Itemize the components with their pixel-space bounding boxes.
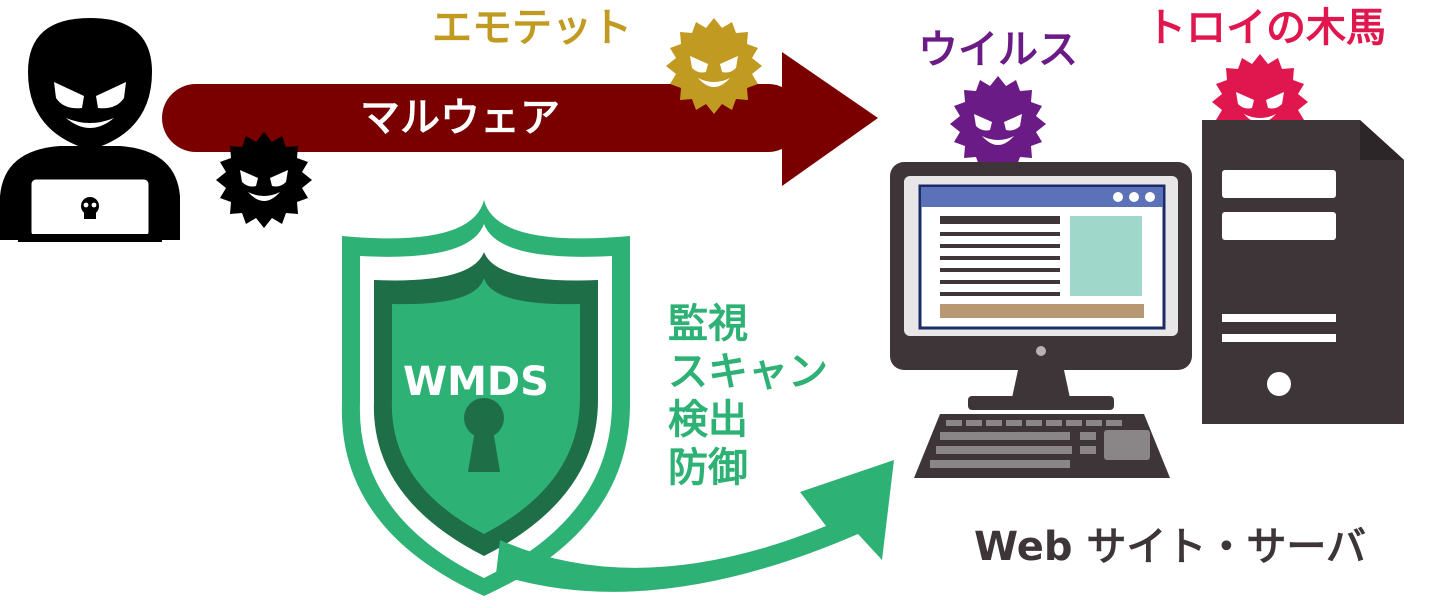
action-scan: スキャン <box>668 349 828 395</box>
hacker-icon <box>0 18 180 242</box>
virus-label: ウイルス <box>918 27 1078 73</box>
action-defend: 防御 <box>668 445 748 491</box>
keyhole-icon <box>464 398 504 472</box>
action-detect: 検出 <box>668 397 748 443</box>
purple-virus-icon <box>950 76 1046 172</box>
shield-icon <box>341 200 630 596</box>
product-label: WMDS <box>403 359 549 405</box>
malware-arrow <box>162 52 878 186</box>
keyboard-icon <box>914 414 1170 478</box>
monitor-icon <box>890 162 1192 410</box>
emotet-virus-icon <box>666 18 762 114</box>
action-monitor: 監視 <box>668 301 748 347</box>
black-virus-icon <box>216 132 312 228</box>
malware-label: マルウェア <box>360 95 560 141</box>
target-label: Web サイト・サーバ <box>974 524 1366 570</box>
trojan-label: トロイの木馬 <box>1146 5 1386 51</box>
tower-server-icon <box>1202 120 1404 424</box>
skull-icon <box>81 197 99 219</box>
action-list: 監視 スキャン 検出 防御 <box>668 300 828 492</box>
protection-arrow <box>496 460 894 592</box>
emotet-label: エモテット <box>432 5 632 51</box>
